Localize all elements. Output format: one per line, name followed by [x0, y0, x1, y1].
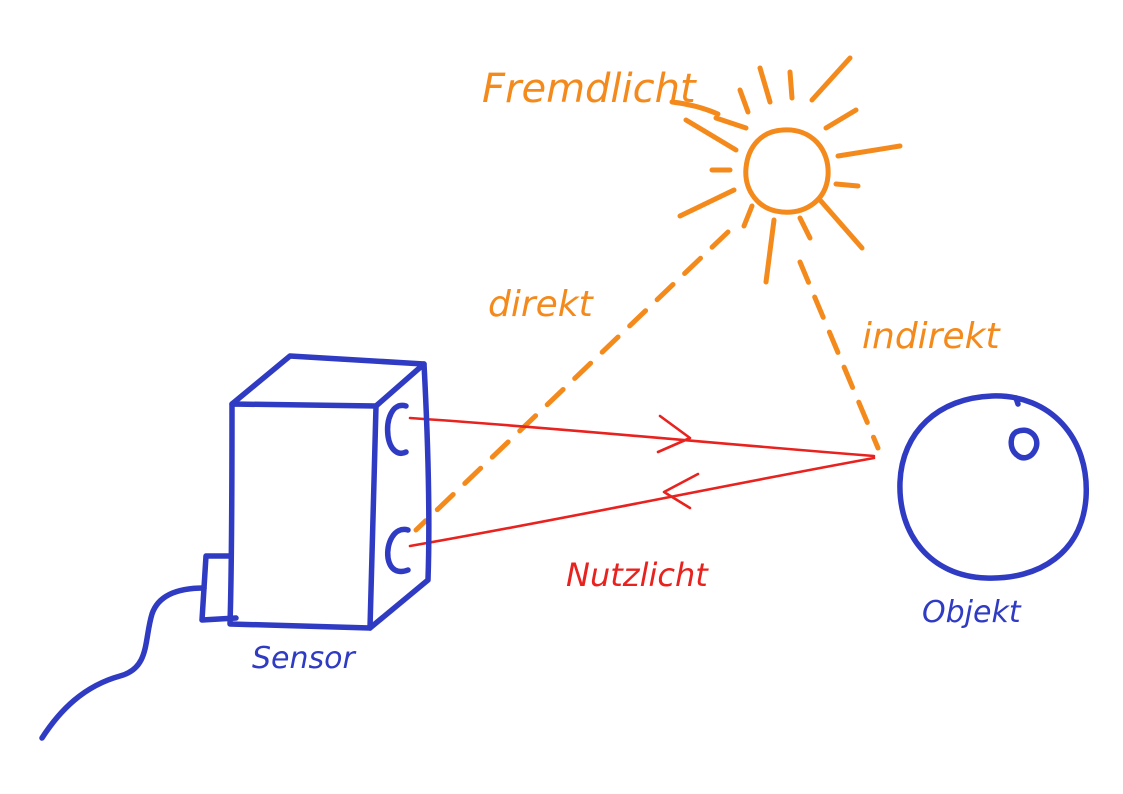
- object-highlight: [1008, 427, 1040, 461]
- receiver-lens-icon: [384, 526, 411, 575]
- direct-ambient-path: [413, 229, 731, 533]
- sensor-front-face: [227, 401, 379, 631]
- sun-icon: [669, 55, 903, 285]
- ambient-light-label: Fremdlicht: [482, 66, 697, 112]
- returned-ray: [408, 456, 876, 548]
- sun-rays: [677, 55, 903, 285]
- object-label: Objekt: [922, 595, 1022, 630]
- sensor-cable: [39, 585, 207, 741]
- sensor-top-face: [229, 353, 427, 409]
- sensor-side-face: [367, 361, 432, 631]
- sensor-icon: [39, 353, 432, 741]
- emitted-ray-arrowhead: [656, 414, 692, 454]
- object-mark: [1013, 395, 1021, 407]
- useful-light-label: Nutzlicht: [566, 556, 709, 594]
- emitted-ray: [408, 416, 876, 458]
- direct-path-label: direkt: [488, 284, 595, 325]
- object-sphere-icon: [897, 393, 1089, 581]
- useful-light-rays: [408, 414, 876, 548]
- sensor-label: Sensor: [252, 641, 356, 676]
- object-outline: [897, 393, 1089, 581]
- ambient-light-leader: [669, 99, 721, 117]
- indirect-path-label: indirekt: [862, 316, 1001, 357]
- emitter-lens-icon: [384, 402, 409, 456]
- indirect-ambient-path: [797, 259, 881, 451]
- sun-disc: [743, 127, 831, 215]
- returned-ray-arrowhead: [662, 472, 700, 510]
